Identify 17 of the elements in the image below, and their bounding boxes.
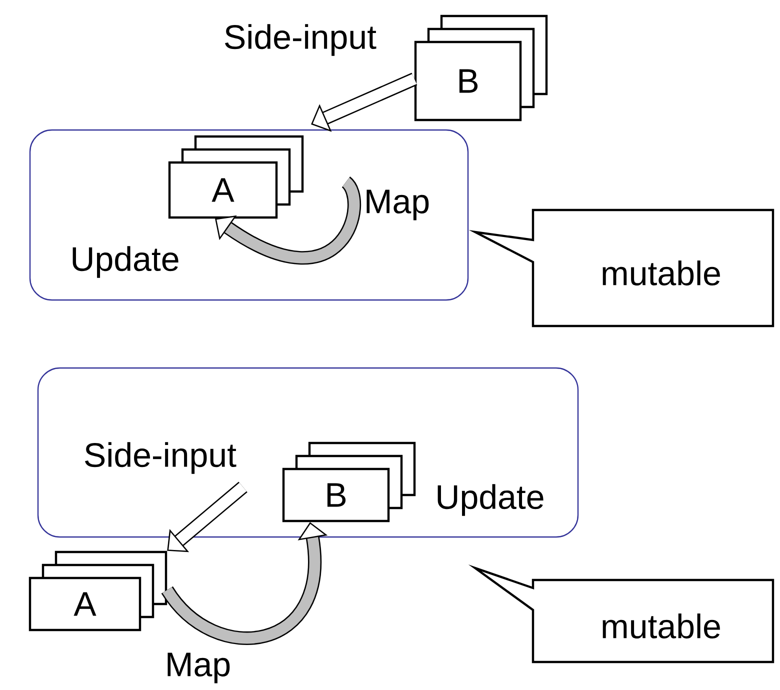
edge-label: Side-input: [222, 23, 378, 57]
block-arrow: [215, 178, 361, 264]
card-stack: B: [414, 14, 548, 122]
block-arrow: [311, 72, 418, 132]
edge-label: Side-input: [82, 441, 238, 475]
block-arrow: [167, 482, 248, 552]
group-box: [37, 367, 579, 538]
text-label: Update: [438, 484, 544, 516]
speech-bubble: mutable: [468, 564, 774, 664]
card-stack: A: [168, 135, 304, 219]
card-stack: A: [28, 550, 168, 632]
speech-bubble: mutable: [468, 208, 774, 328]
edge-label: Map: [362, 188, 432, 222]
card-stack: B: [282, 442, 416, 522]
group-box: [29, 129, 469, 301]
edge-label: Map: [164, 652, 232, 684]
text-label: Update: [72, 246, 178, 278]
